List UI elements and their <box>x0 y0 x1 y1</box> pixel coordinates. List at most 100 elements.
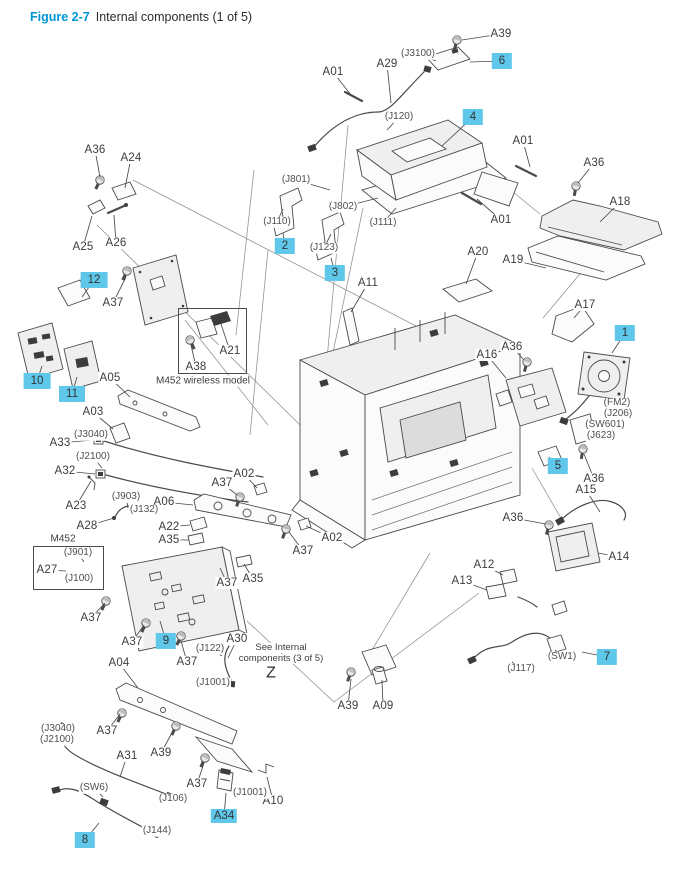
part-label: A19 <box>501 253 525 267</box>
part-label: A30 <box>225 632 249 646</box>
part-label: A01 <box>511 134 535 148</box>
part-label: A25 <box>71 240 95 254</box>
part-label: A37 <box>101 296 125 310</box>
part-label: A37 <box>210 476 234 490</box>
zoom-view-letter: Z <box>264 664 278 683</box>
figure-title: Figure 2-7 Internal components (1 of 5) <box>30 10 252 24</box>
callout-number-badge: 3 <box>324 264 346 282</box>
callout-number-badge: 6 <box>491 52 513 70</box>
connector-label: (J110) <box>262 215 292 228</box>
chassis-drawing <box>291 312 522 549</box>
connector-label: (J3040) <box>40 722 76 735</box>
figure-label: Figure 2-7 <box>30 10 90 24</box>
part-label: A13 <box>450 574 474 588</box>
part-label: A16 <box>475 348 499 362</box>
connector-label: (J1001) <box>232 786 268 799</box>
part-label: A18 <box>608 195 632 209</box>
part-label: A32 <box>53 464 77 478</box>
connector-label: (J206) <box>602 407 634 420</box>
roller-bar-drawing <box>187 482 312 578</box>
part-label: A20 <box>466 245 490 259</box>
part-label: A35 <box>157 533 181 547</box>
part-label: A37 <box>120 635 144 649</box>
connector-label: (J623) <box>585 429 617 442</box>
part-label: A36 <box>582 472 606 486</box>
callout-number-badge: 5 <box>547 457 569 475</box>
connector-label: (J2100) <box>75 450 111 463</box>
connector-label: (FM2) <box>602 396 632 409</box>
connector-label: (SW601) <box>584 418 626 431</box>
part-label: A04 <box>107 656 131 670</box>
part-label: A33 <box>48 436 72 450</box>
connector-label: (J120) <box>383 110 415 123</box>
highlighted-part-label: A34 <box>210 808 238 824</box>
connector-label: (J901) <box>62 546 94 559</box>
connector-label: (J132) <box>128 503 160 516</box>
connector-label: (J802) <box>327 200 359 213</box>
part-label: A09 <box>371 699 395 713</box>
connector-label: (J106) <box>157 792 189 805</box>
wireless-module-drawing <box>182 311 231 353</box>
callout-number-badge: 12 <box>80 271 108 289</box>
a16-assembly-drawing <box>495 355 567 427</box>
callout-number-badge: 4 <box>462 108 484 126</box>
part-label: A36 <box>500 340 524 354</box>
connector-label: (SW1) <box>546 650 578 663</box>
callout-number-badge: 1 <box>614 324 636 342</box>
part-label: A37 <box>79 611 103 625</box>
callout-number-badge: 10 <box>23 372 51 390</box>
part-label: A28 <box>75 519 99 533</box>
callout-number-badge: 7 <box>596 648 618 666</box>
part-label: A36 <box>582 156 606 170</box>
part-label: A24 <box>119 151 143 165</box>
duct-drawings <box>442 179 663 343</box>
part-label: A01 <box>321 65 345 79</box>
rod-drawings <box>343 90 538 206</box>
part-label: A39 <box>336 699 360 713</box>
connector-label: (J3040) <box>73 428 109 441</box>
part-label: A35 <box>241 572 265 586</box>
bottom-bar-drawing <box>112 682 275 792</box>
callout-number-badge: 2 <box>274 237 296 255</box>
connector-label: (J144) <box>141 824 173 837</box>
connector-label: (J903) <box>110 490 142 503</box>
figure-caption: Internal components (1 of 5) <box>95 10 253 24</box>
part-label: A39 <box>489 27 513 41</box>
wireless-model-box-caption: M452 wireless model <box>156 375 250 387</box>
part-label: A36 <box>501 511 525 525</box>
part-label: A38 <box>184 360 208 374</box>
connector-label: (J2100) <box>39 733 75 746</box>
part-label: A02 <box>232 467 256 481</box>
part-label: A31 <box>115 749 139 763</box>
wireless-board-drawing <box>307 33 471 153</box>
part-label: A01 <box>489 213 513 227</box>
connector-label: (J3100) <box>400 47 436 60</box>
callout-number-badge: 11 <box>59 385 85 403</box>
connector-label: (SW6) <box>78 781 110 794</box>
part-label: A36 <box>83 143 107 157</box>
part-label: A22 <box>157 520 181 534</box>
connector-label: (J801) <box>280 173 312 186</box>
note-text: components (3 of 5) <box>238 653 324 665</box>
part-label: A21 <box>218 344 242 358</box>
part-label: A02 <box>320 531 344 545</box>
part-label: A37 <box>185 777 209 791</box>
connector-label: (J122) <box>194 642 226 655</box>
part-label: A27 <box>35 563 59 577</box>
part-label: A37 <box>291 544 315 558</box>
callout-number-badge: 9 <box>155 632 177 650</box>
part-label: A39 <box>149 746 173 760</box>
part-label: A05 <box>98 371 122 385</box>
power-supply-drawing <box>96 546 248 652</box>
wireless-model-box <box>178 308 247 374</box>
fan-drawing <box>559 351 631 426</box>
connector-label: (J111) <box>368 216 398 229</box>
connector-label: (J1001) <box>195 676 231 689</box>
connector-label: (J100) <box>63 572 95 585</box>
m452-connector-box <box>33 546 104 590</box>
boards-drawing <box>17 254 189 390</box>
part-label: A15 <box>574 483 598 497</box>
